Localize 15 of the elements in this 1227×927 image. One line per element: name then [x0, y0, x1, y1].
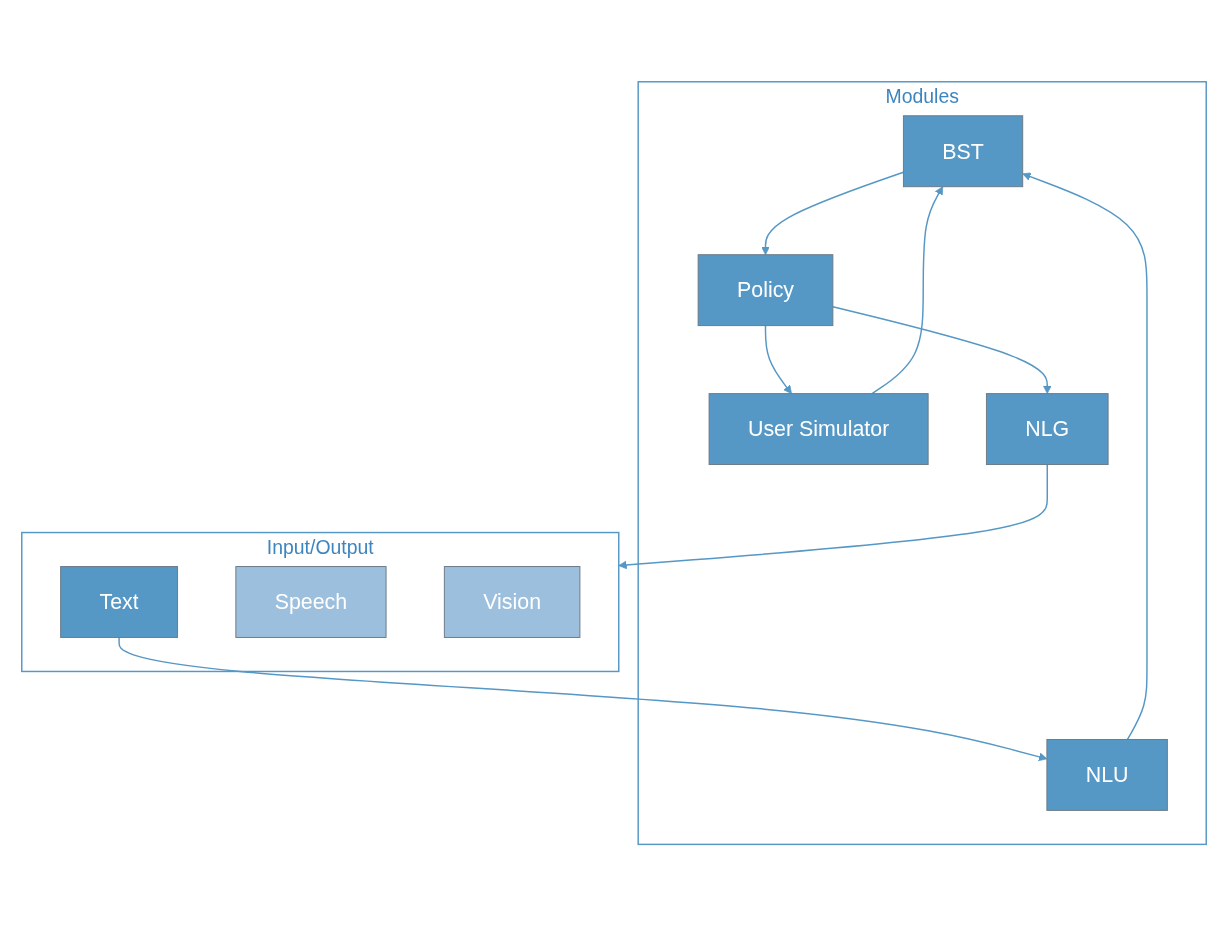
node-box: NLG — [985, 393, 1109, 466]
arrow — [1021, 172, 1148, 741]
arrow — [764, 325, 792, 395]
node-box: Speech — [234, 566, 387, 639]
node-box: Vision — [443, 566, 580, 639]
arrow — [617, 464, 1048, 570]
arrow — [117, 637, 1047, 762]
node-box: BST — [902, 115, 1023, 188]
node-box: Policy — [697, 254, 833, 327]
node-box: Text — [59, 566, 178, 639]
arrow — [870, 186, 943, 395]
node-box: User Simulator — [708, 393, 929, 466]
arrow — [760, 171, 904, 256]
arrow — [831, 306, 1052, 395]
node-box: NLU — [1045, 739, 1168, 812]
